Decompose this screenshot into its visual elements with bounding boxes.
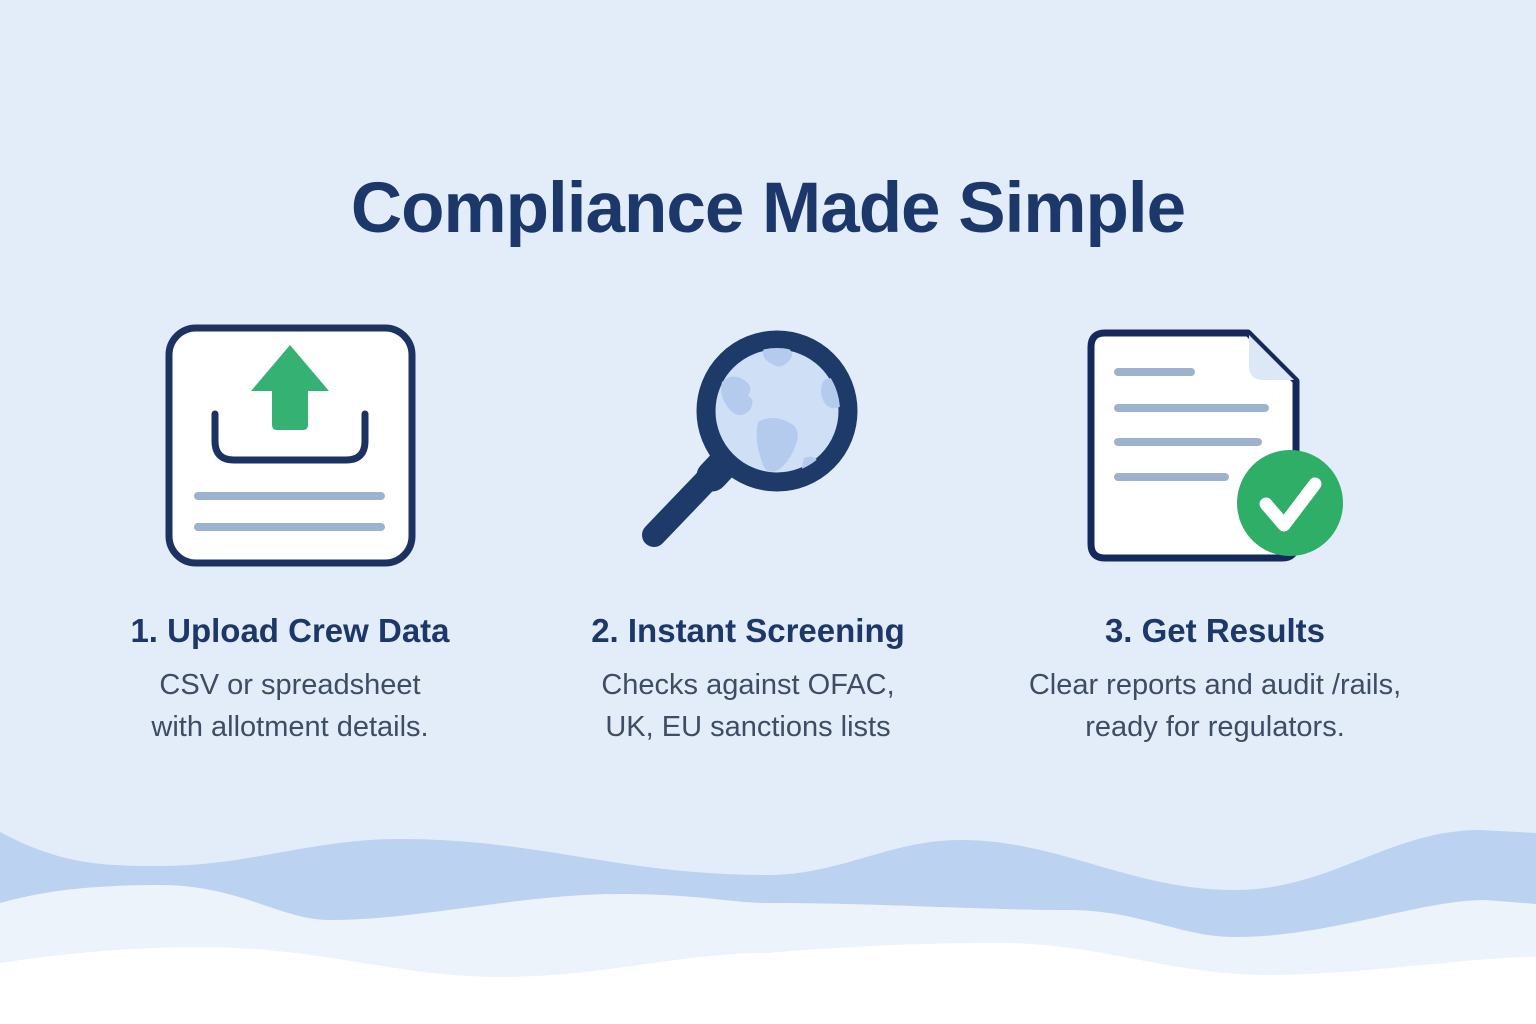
description-line: ready for regulators. [1085,711,1345,743]
document-check-icon-svg [1087,329,1343,561]
step-upload-crew-data: 1. Upload Crew Data CSV or spreadsheet w… [50,320,530,748]
step-description: CSV or spreadsheet with allotment detail… [151,664,428,748]
step-description: Checks against OFAC, UK, EU sanctions li… [601,664,894,748]
description-line: Clear reports and audit /rails, [1028,669,1402,701]
magnifier-lens [696,330,857,492]
description-line: with allotment details. [151,711,429,743]
step-heading: 1. Upload Crew Data [130,612,450,649]
checkmark-icon [1259,477,1322,531]
description-line: CSV or spreadsheet [159,669,421,701]
step-instant-screening: 2. Instant Screening Checks against OFAC… [508,320,988,748]
step-description: Clear reports and audit /rails, ready fo… [1029,664,1401,748]
globe-magnifier-icon-svg [641,330,857,547]
waves-decoration [0,830,1536,1024]
check-circle [1237,449,1343,556]
upload-box [165,324,415,566]
step-get-results: 3. Get Results Clear reports and audit /… [975,320,1455,748]
upload-icon-svg [165,324,415,566]
description-line: Checks against OFAC, [601,669,895,701]
step-heading: 3. Get Results [1104,612,1326,649]
step-heading: 2. Instant Screening [591,612,905,649]
wave-white [0,943,1536,1024]
document-check-icon [1086,320,1344,570]
description-line: UK, EU sanctions lists [605,711,891,743]
page-title: Compliance Made Simple [350,169,1186,248]
upload-tray [211,410,368,463]
document-fold [1249,334,1294,380]
upload-arrow-icon [250,344,329,430]
upload-icon [164,320,417,570]
globe-magnifier-icon [636,320,861,570]
